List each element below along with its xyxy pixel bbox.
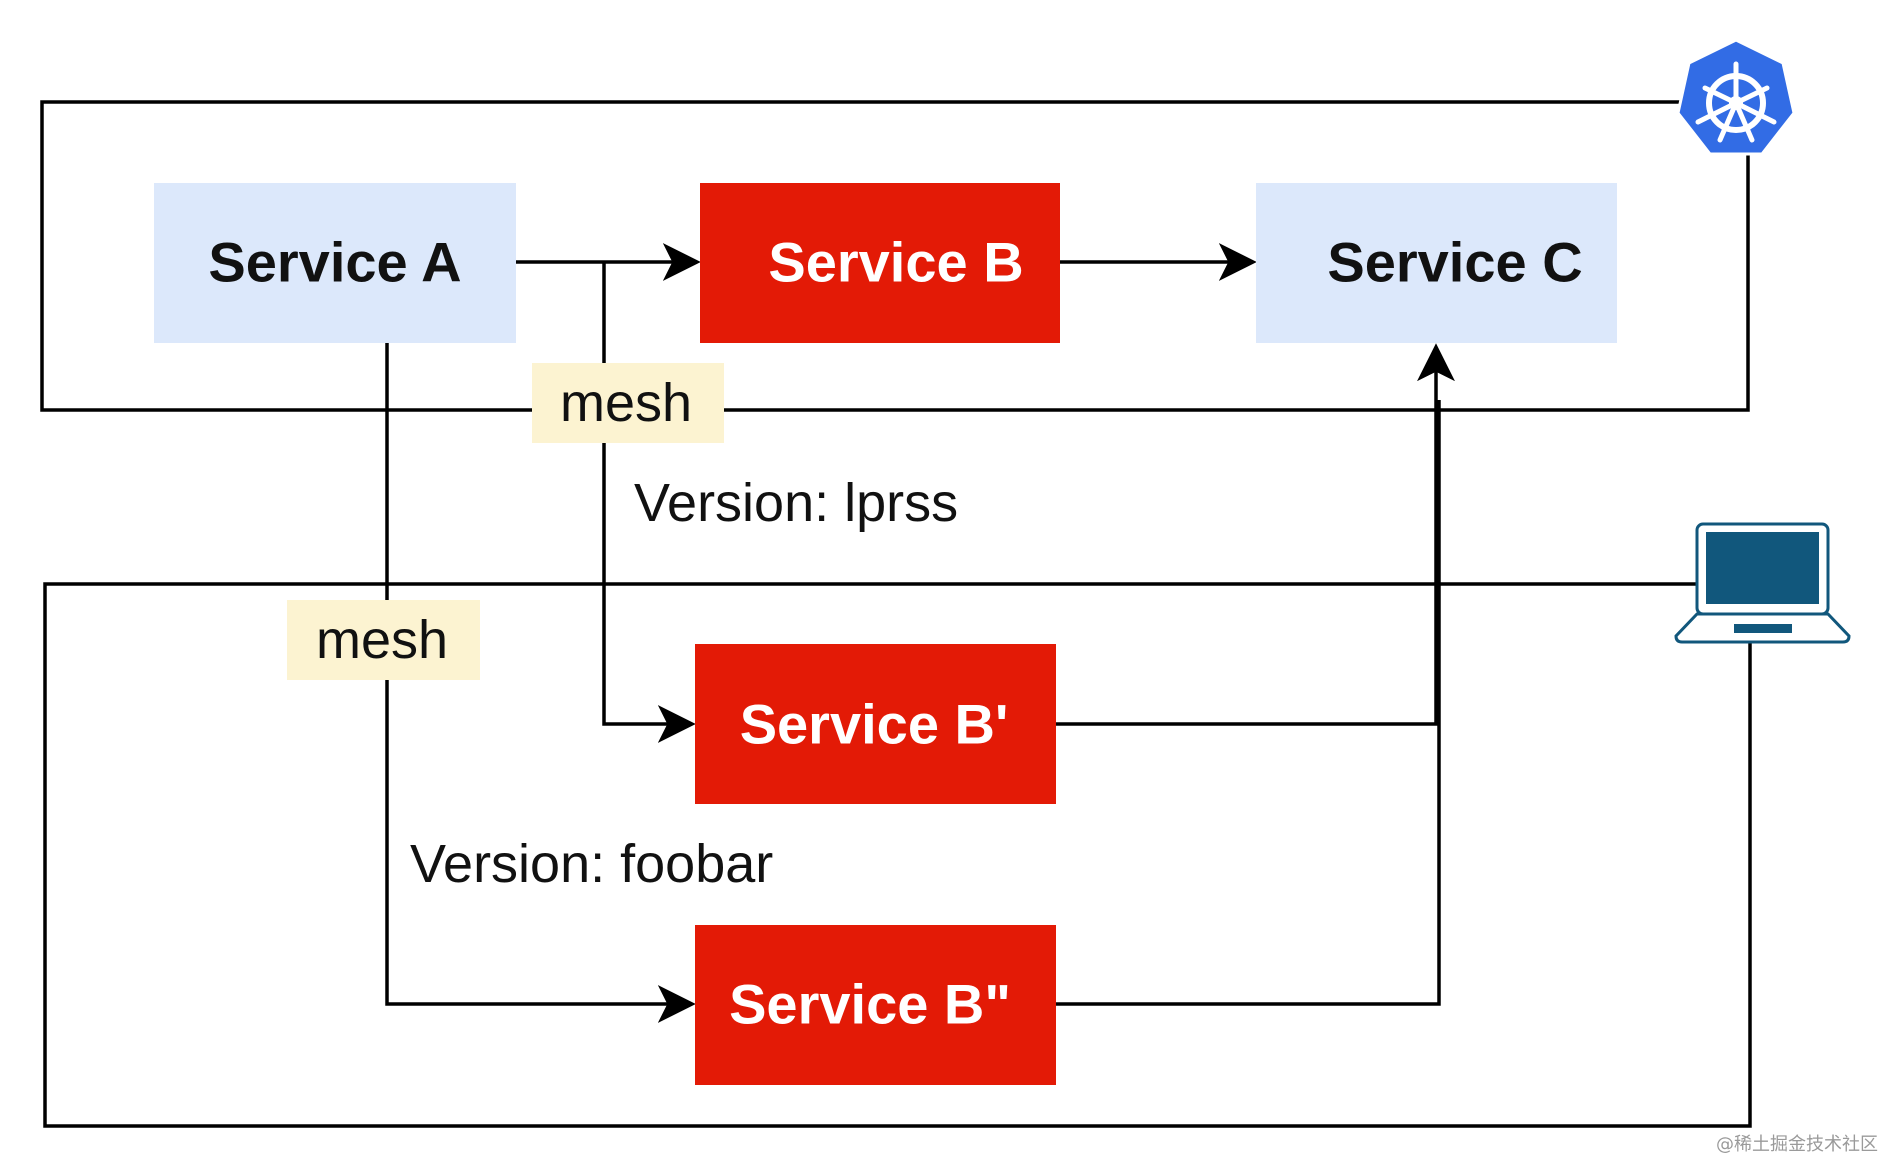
version-lprss-label: Version: lprss [634, 473, 958, 533]
service-c-label: Service C [1327, 231, 1582, 294]
local-boundary [43, 582, 1752, 1128]
service-a-label: Service A [208, 231, 461, 294]
mesh-label-lower-text: mesh [316, 610, 448, 670]
version-foobar-label: Version: foobar [410, 834, 773, 894]
service-b-label: Service B [768, 231, 1023, 294]
edge-a-to-b-double-prime [385, 343, 696, 1023]
service-b-node: Service B [700, 183, 1060, 343]
connectors [385, 243, 1455, 1023]
service-a-node: Service A [154, 183, 516, 343]
mesh-label-upper-text: mesh [560, 373, 692, 433]
cluster-boundary [40, 100, 1750, 412]
service-b-prime-label: Service B' [740, 693, 1009, 756]
edge-b-prime-to-c [1056, 343, 1455, 726]
edge-b-double-prime-to-c [1056, 400, 1441, 1006]
laptop-icon [1674, 522, 1851, 644]
watermark: @稀土掘金技术社区 [1716, 1134, 1878, 1155]
mesh-label-upper: mesh [532, 363, 724, 443]
mesh-label-lower: mesh [287, 600, 480, 680]
kubernetes-icon [1676, 38, 1796, 156]
service-c-node: Service C [1256, 183, 1617, 343]
service-b-double-prime-node: Service B" [695, 925, 1056, 1085]
service-b-prime-node: Service B' [695, 644, 1056, 804]
service-b-double-prime-label: Service B" [729, 973, 1011, 1036]
